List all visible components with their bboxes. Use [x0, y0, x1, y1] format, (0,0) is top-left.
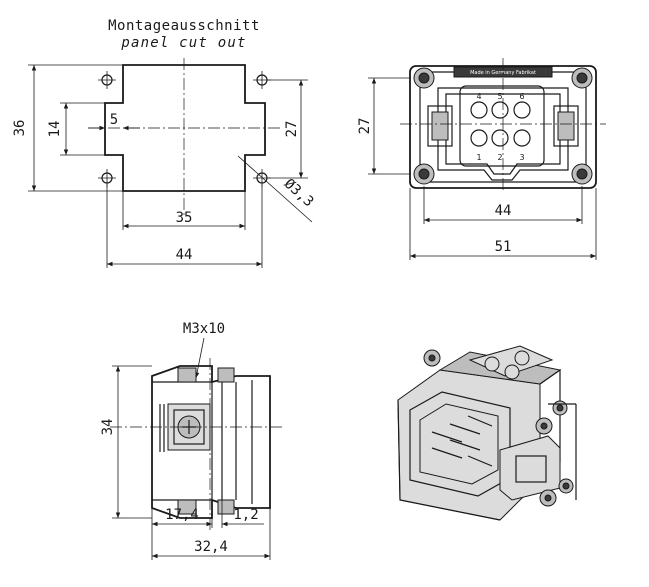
dim-side-height: 34 [100, 419, 116, 436]
dim-cutout-inner-height: 14 [47, 121, 63, 138]
pin-label-1: 1 [476, 153, 481, 162]
pin-label-2: 2 [497, 153, 502, 162]
dim-hole-diameter: Ø3,3 [281, 176, 317, 210]
hole-leader [237, 155, 313, 223]
front-pins: 4 5 6 1 2 3 [470, 92, 531, 162]
front-insert [459, 85, 545, 167]
dim-front-inner-width: 44 [495, 203, 512, 219]
pin-label-5: 5 [497, 92, 502, 101]
isometric-view [397, 345, 577, 521]
pin-label-6: 6 [519, 92, 524, 101]
screw-label: M3x10 [183, 321, 225, 337]
dim-cutout-offset: 5 [110, 112, 118, 128]
cutout-subtitle: panel cut out [120, 35, 246, 51]
pin-label-3: 3 [519, 153, 524, 162]
screw-leader [194, 337, 205, 379]
dim-side-total: 32,4 [194, 539, 228, 555]
front-corner-screws [413, 67, 593, 185]
side-view: M3x10 [100, 321, 282, 560]
dim-side-right: 1,2 [233, 507, 258, 523]
iso-screws [423, 349, 574, 507]
dim-cutout-width: 44 [176, 247, 193, 263]
mounting-holes [98, 71, 271, 187]
dim-side-left: 17,4 [165, 507, 199, 523]
front-side-latches [427, 105, 579, 147]
dim-front-width: 51 [495, 239, 512, 255]
dim-cutout-height: 36 [12, 120, 28, 137]
panel-cutout-view: Montageausschnitt panel cut out [12, 18, 317, 268]
pin-label-4: 4 [476, 92, 481, 101]
dim-front-height: 27 [357, 118, 373, 135]
cutout-title: Montageausschnitt [108, 18, 260, 34]
dim-cutout-inner-width: 35 [176, 210, 193, 226]
dim-cutout-hole-spacing: 27 [284, 121, 300, 138]
front-view: Made in Germany Fabrikat 4 5 6 1 2 3 [357, 58, 606, 260]
